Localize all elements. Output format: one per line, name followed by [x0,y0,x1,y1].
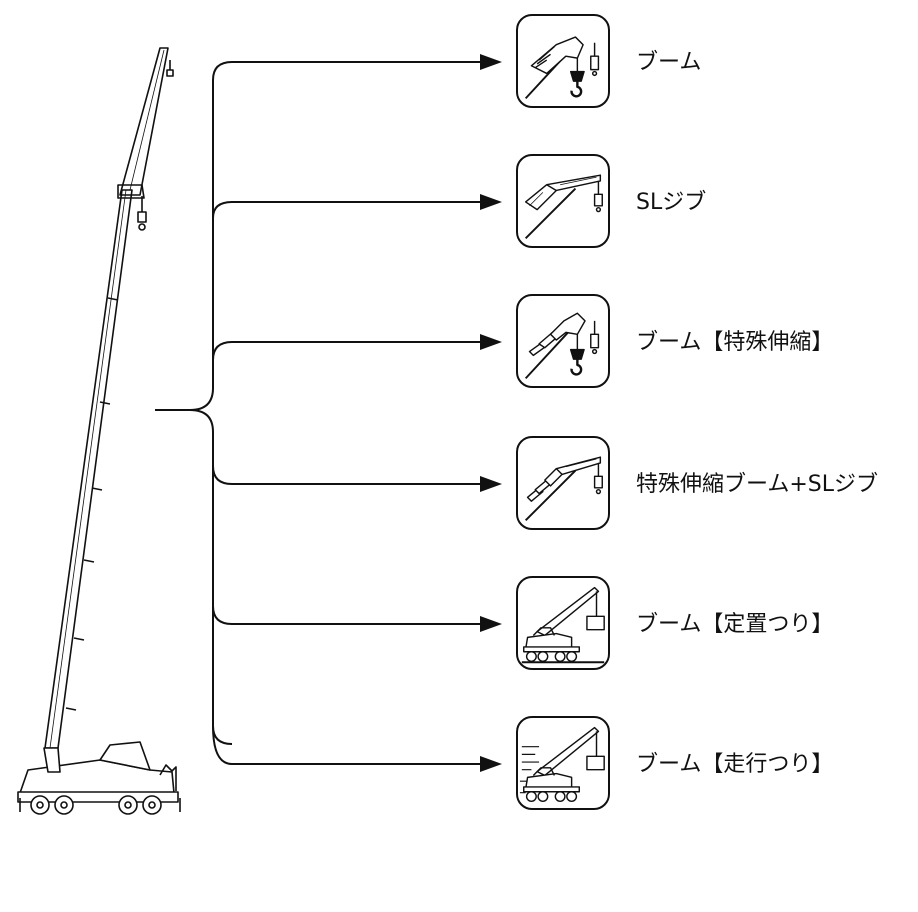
arrow-head [480,756,502,772]
special-telescoping-boom-icon [516,294,610,388]
bracket-connector [155,61,233,745]
pick-and-carry-crane-icon [516,716,610,810]
arrow-head [480,476,502,492]
arrow-head [480,54,502,70]
mode-label-travel: ブーム【走行つり】 [636,752,834,777]
crane-illustration [17,47,181,815]
boom-hook-icon [516,14,610,108]
stationary-lifting-crane-icon [516,576,610,670]
arrow-layer [212,54,502,772]
arrow-head [480,334,502,350]
mode-label-stationary: ブーム【定置つり】 [636,612,834,637]
bracket-bottom-curve [212,725,233,765]
arrow-head [480,616,502,632]
mode-label-boom: ブーム [636,50,702,75]
special-boom-sl-jib-icon [516,436,610,530]
mode-label-special-boom: ブーム【特殊伸縮】 [636,330,834,355]
arrow-head [480,194,502,210]
mode-label-special-boom-sl-jib: 特殊伸縮ブーム+SLジブ [636,472,878,497]
mode-label-sl-jib: SLジブ [636,190,707,215]
sl-jib-icon [516,154,610,248]
